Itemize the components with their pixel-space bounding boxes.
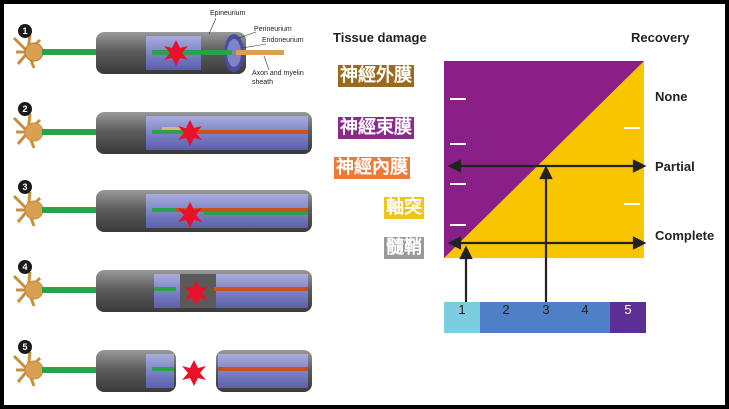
neuron-cell-body <box>12 351 44 387</box>
recovery-title: Recovery <box>631 30 690 45</box>
neuron-cell-body <box>12 113 44 149</box>
tissue-label-endoneurium: 神經內膜 <box>334 157 410 179</box>
neuron-cell-body <box>12 271 44 307</box>
step-badge-5: 5 <box>18 340 32 354</box>
step-badge-2: 2 <box>18 102 32 116</box>
nerve-row-3 <box>12 190 312 232</box>
neuron-cell-body <box>12 33 44 69</box>
nerve-row-1 <box>12 17 284 74</box>
left-ticks <box>450 98 466 226</box>
grade-label-5: 5 <box>624 302 632 317</box>
nerve-row-2 <box>12 112 312 154</box>
damage-region <box>444 61 644 258</box>
recovery-label-none: None <box>655 89 688 104</box>
grade-label-4: 4 <box>581 302 589 317</box>
grade-label-1: 1 <box>458 302 466 317</box>
tissue-damage-title: Tissue damage <box>333 30 427 45</box>
injury-star <box>182 360 206 386</box>
nerve-row-4 <box>12 270 312 312</box>
injury-star <box>178 202 202 228</box>
nerve-illustrations <box>12 17 312 392</box>
grade-label-2: 2 <box>502 302 510 317</box>
label-epineurium: Epineurium <box>210 10 246 17</box>
nerve-row-5 <box>12 350 312 392</box>
injury-star <box>184 280 208 306</box>
label-endoneurium: Endoneurium <box>262 37 304 44</box>
tissue-label-myelin: 髓鞘 <box>384 237 424 259</box>
injury-star <box>164 40 188 66</box>
recovery-region <box>444 61 644 258</box>
recovery-label-complete: Complete <box>655 228 715 243</box>
injury-star <box>178 120 202 146</box>
axon-segment <box>42 49 98 55</box>
figure-panel: 1 2 3 4 5 Epineurium Perineurium Endoneu… <box>4 4 725 405</box>
grade-label-3: 3 <box>542 302 550 317</box>
grade-arrows <box>447 159 647 302</box>
recovery-label-partial: Partial <box>655 159 695 174</box>
neuron-cell-body <box>12 191 44 227</box>
label-axon-line1: Axon and myelin <box>252 70 304 77</box>
step-badge-1: 1 <box>18 24 32 38</box>
step-badge-3: 3 <box>18 180 32 194</box>
axon-myelin-sheath <box>236 50 284 55</box>
tissue-label-axon: 軸突 <box>384 197 424 219</box>
tissue-label-epineurium: 神經外膜 <box>338 65 414 87</box>
tissue-label-perineurium: 神經束膜 <box>338 117 414 139</box>
right-ticks <box>624 127 640 205</box>
label-axon-line2: sheath <box>252 79 274 86</box>
step-badge-4: 4 <box>18 260 32 274</box>
label-perineurium: Perineurium <box>254 26 292 33</box>
